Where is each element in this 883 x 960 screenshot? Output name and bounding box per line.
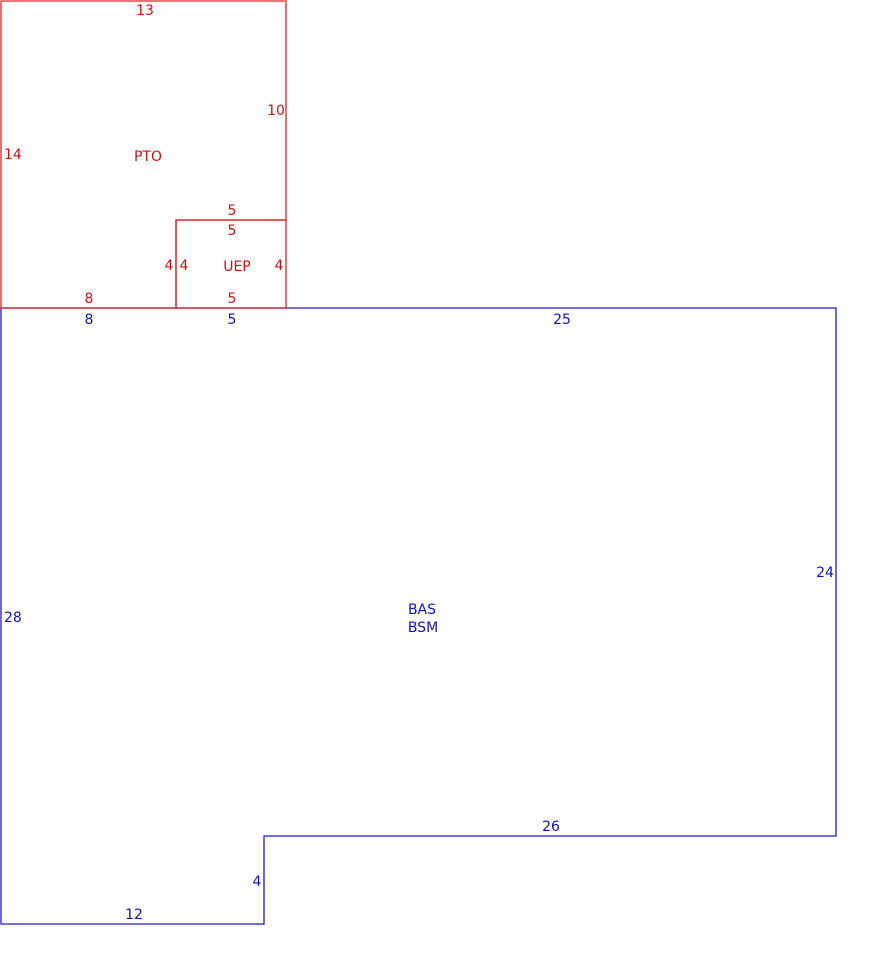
pto-bottom-dimension: 8 <box>85 291 94 307</box>
uep-bottom-dimension: 5 <box>228 291 237 307</box>
bas-right-dimension: 24 <box>816 565 834 581</box>
bas-area-label: BAS <box>408 602 436 618</box>
uep-outline <box>175 219 287 309</box>
uep-top-outer-dimension: 5 <box>228 203 237 219</box>
pto-area-label: PTO <box>134 149 162 165</box>
bas-outline <box>0 307 837 925</box>
bas-top-dimension-a: 8 <box>85 312 94 328</box>
bas-bottom-dimension: 12 <box>125 907 143 923</box>
uep-area-label: UEP <box>223 259 251 275</box>
bas-left-dimension: 28 <box>4 610 22 626</box>
uep-left-outer-dimension: 4 <box>165 258 174 274</box>
bas-notch-side-dimension: 4 <box>253 874 262 890</box>
uep-left-inner-dimension: 4 <box>180 258 189 274</box>
pto-top-dimension: 13 <box>136 3 154 19</box>
pto-left-dimension: 14 <box>4 147 22 163</box>
bas-top-dimension-c: 25 <box>553 312 571 328</box>
pto-right-dimension: 10 <box>267 103 285 119</box>
bas-notch-top-dimension: 26 <box>542 819 560 835</box>
uep-top-inner-dimension: 5 <box>228 223 237 239</box>
bas-top-dimension-b: 5 <box>228 312 237 328</box>
uep-right-dimension: 4 <box>275 258 284 274</box>
bsm-area-label: BSM <box>408 620 438 636</box>
